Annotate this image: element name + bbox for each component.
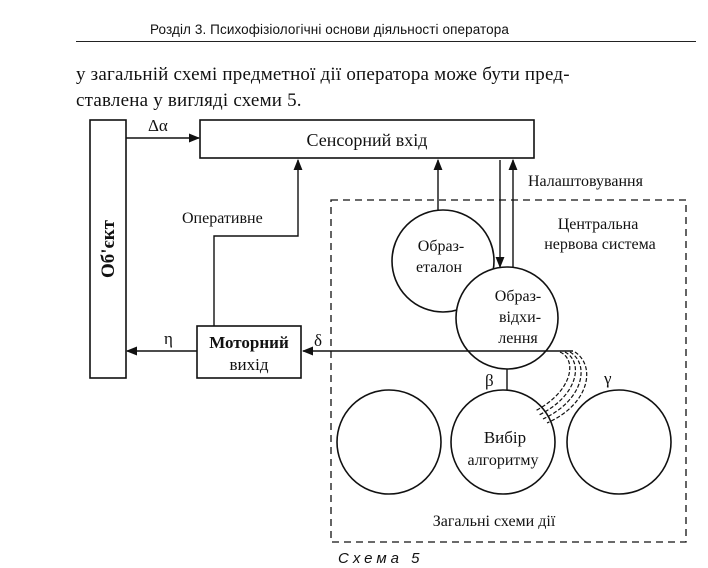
gamma-symbol: γ — [603, 369, 612, 388]
reference-image-label-1: Образ- — [418, 238, 464, 255]
beta-symbol: β — [485, 371, 494, 390]
delta-symbol: δ — [314, 331, 322, 350]
delta-alpha-symbol: Δα — [148, 116, 168, 135]
paragraph-line-2: ставлена у вигляді схеми 5. — [76, 90, 302, 111]
eta-symbol: η — [164, 329, 173, 348]
operative-arrow — [213, 158, 303, 326]
header-rule — [76, 41, 696, 42]
object-box — [89, 119, 127, 379]
object-label: Об'єкт — [98, 219, 119, 278]
general-scheme-circle-right — [566, 389, 672, 495]
general-scheme-circle-left — [336, 389, 442, 495]
algorithm-choice-label-1: Вибір — [484, 428, 526, 447]
deviation-image-label-1: Образ- — [495, 288, 541, 305]
operative-label: Оперативне — [182, 210, 263, 227]
tuning-label: Налаштовування — [528, 173, 644, 190]
figure-caption: Схема 5 — [338, 550, 424, 567]
paragraph-line-1: у загальній схемі предметної дії операто… — [76, 64, 570, 85]
motor-output-label-1: Моторний — [209, 333, 289, 352]
cns-label-1: Центральна — [558, 216, 639, 233]
motor-output-box — [196, 325, 302, 379]
general-schemes-label: Загальні схеми дії — [433, 513, 556, 530]
page-header: Розділ 3. Психофізіологічні основи діяль… — [150, 22, 510, 37]
motor-output-label-2: вихід — [230, 355, 269, 374]
dashed-links — [534, 351, 588, 424]
cns-label-2: нервова система — [544, 236, 656, 253]
reference-image-label-2: еталон — [416, 259, 463, 276]
algorithm-choice-label-2: алгоритму — [467, 452, 538, 469]
sensory-input-label: Сенсорний вхід — [307, 130, 428, 150]
deviation-image-label-2: відхи- — [499, 309, 541, 326]
algorithm-choice-circle — [450, 389, 556, 495]
deviation-image-label-3: лення — [498, 330, 538, 347]
